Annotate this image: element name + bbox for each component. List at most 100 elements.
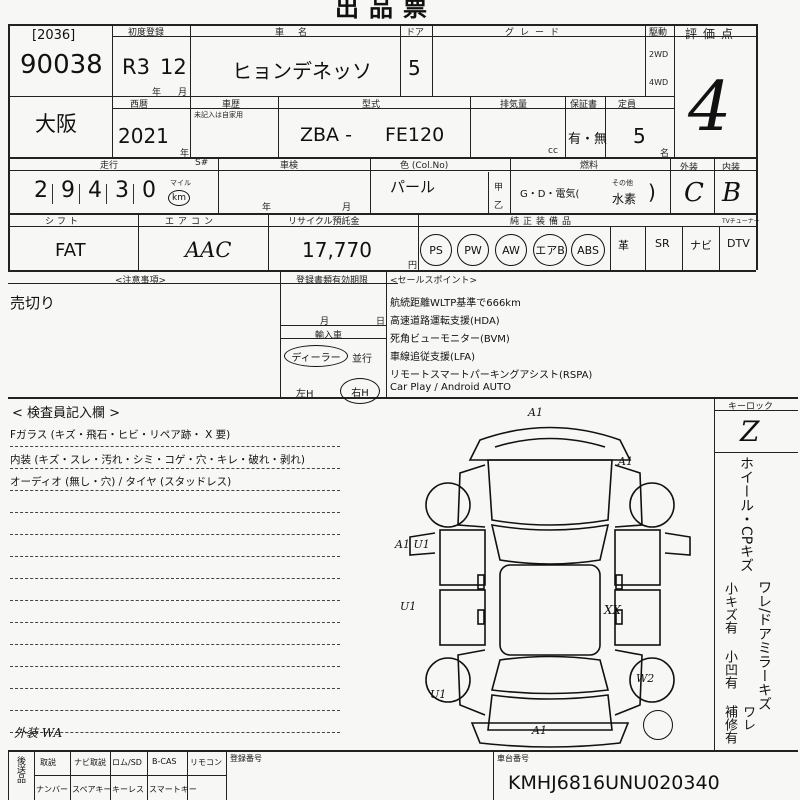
car-name: ヒョンデネッソ	[232, 59, 372, 83]
lot-number: 90038	[20, 50, 103, 80]
capacity-value: 5	[633, 124, 646, 148]
sales-point: 死角ビューモニター(BVM)	[390, 334, 510, 345]
option-leather: 革	[618, 239, 629, 252]
footer-col: キーレス	[112, 785, 144, 794]
mileage-digit: 2	[34, 178, 48, 203]
right-h-text: 右H	[351, 387, 369, 399]
car-name-label: 車名	[275, 28, 322, 38]
sales-point: リモートスマートパーキングアシスト(RSPA)	[390, 370, 593, 381]
persons-unit: 名	[660, 149, 670, 159]
insp-month-unit: 月	[342, 203, 352, 213]
form-title: 出品票	[335, 0, 437, 22]
rating-label: 評価点	[685, 27, 740, 41]
damage-right-rear: W2	[636, 672, 655, 685]
recycle-label: リサイクル預託金	[288, 217, 360, 227]
reg-year: 2021	[118, 124, 169, 148]
month-unit: 月	[178, 88, 188, 98]
footer-col: 取説	[40, 758, 56, 767]
notes-text: 売切り	[10, 294, 56, 312]
aircon-value: AAC	[185, 238, 232, 262]
damage-left-mid: U1	[400, 600, 417, 613]
model-prefix: ZBA -	[300, 124, 352, 146]
side-hand: 補修有	[722, 705, 737, 744]
meter-label: S#	[195, 158, 209, 168]
seireki-label: 西暦	[130, 100, 149, 110]
right-h-circle: 右H	[340, 378, 380, 404]
damage-left-rear: U1	[430, 688, 447, 701]
footer-col: リモコン	[190, 758, 222, 767]
mileage-digit: 3	[115, 178, 129, 203]
mileage-separator	[106, 184, 107, 204]
dealer-circle: ディーラー	[284, 345, 348, 367]
mile-unit: マイル	[170, 179, 191, 187]
location: 大阪	[35, 112, 77, 136]
chassis-number: KMHJ6816UNU020340	[508, 772, 720, 794]
reg-era: R3	[122, 55, 150, 79]
inspector-label: < 検査員記入欄 >	[12, 406, 121, 421]
option-airbag: エアB	[533, 234, 567, 266]
fuel-other-value: 水素	[612, 192, 637, 206]
color-label: 色 (Col.No)	[400, 161, 449, 171]
sales-point: 高速道路運転支援(HDA)	[390, 316, 500, 327]
side-hand: 小キズ有	[722, 582, 737, 634]
warranty-label: 保証書	[570, 100, 598, 110]
mileage-digit: 4	[88, 178, 102, 203]
sales-points-label: <セールスポイント>	[390, 276, 478, 286]
year-unit-2: 年	[180, 149, 190, 159]
lot-bracket: [2036]	[32, 28, 76, 43]
option-abs: ABS	[571, 234, 605, 266]
option-aw: AW	[495, 234, 527, 266]
mileage-separator	[52, 184, 53, 204]
option-sr: SR	[655, 237, 670, 250]
transmission: FAT	[55, 240, 86, 261]
inspector-note: Fガラス (キズ・飛石・ヒビ・リペア跡・ X 要)	[10, 429, 231, 441]
side-hand: 小凹有	[722, 650, 737, 689]
option-ps-label: PS	[429, 243, 443, 257]
sales-point: 航続距離WLTP基準で666km	[390, 298, 521, 309]
otsu-sign: 乙	[494, 201, 504, 211]
footer-col: ロム/SD	[112, 758, 142, 767]
exterior-label: 外装	[680, 163, 699, 173]
option-pw: PW	[457, 234, 489, 266]
parallel-text: 並行	[352, 354, 372, 365]
first-reg-label: 初度登録	[128, 28, 165, 38]
left-h: 左H	[296, 389, 314, 400]
side-note: ホイール・CPキズ	[738, 456, 754, 573]
keylock-mark: Z	[740, 415, 760, 448]
sales-point: 車線追従支援(LFA)	[390, 352, 476, 363]
capacity-label: 定員	[618, 100, 637, 110]
damage-front: A1	[528, 406, 543, 419]
footer-col: B-CAS	[152, 757, 177, 766]
warranty-value: 有・無	[568, 132, 608, 147]
fuel-text: G・D・電気(	[520, 189, 580, 200]
damage-left-front: A1 U1	[395, 538, 430, 551]
yen-unit: 円	[408, 261, 418, 271]
fuel-other-label: その他	[612, 179, 633, 187]
inspector-note: オーディオ (無し・穴) / タイヤ (スタッドレス)	[10, 476, 232, 488]
import-label: 輸入車	[315, 331, 343, 341]
doors-label: ドア	[406, 28, 425, 38]
shaken-sub: 未記入は自家用	[194, 111, 243, 119]
mileage-digit: 9	[61, 178, 75, 203]
damage-rear: A1	[532, 724, 547, 737]
spare-tire	[643, 710, 673, 740]
option-aw-label: AW	[502, 243, 520, 257]
reg-deadline-label: 登録書類有効期限	[296, 276, 369, 286]
footer-left-head: 後送品	[15, 756, 25, 783]
insp-year-unit: 年	[262, 203, 272, 213]
recycle-fee: 17,770	[302, 238, 372, 262]
side-note: ワレ/ドアミラーキズ	[756, 580, 772, 711]
inspector-note: 内装 (キズ・スレ・汚れ・シミ・コゲ・穴・キレ・破れ・剥れ)	[10, 454, 306, 466]
fuel-label: 燃料	[580, 161, 599, 171]
chassis-label: 車台番号	[497, 754, 529, 763]
footer-col: スマートキー	[149, 785, 197, 794]
interior-label: 内装	[722, 163, 741, 173]
model-label: 型式	[362, 100, 381, 110]
footer-col: スペアキー	[72, 785, 112, 794]
reg-no-label: 登録番号	[230, 754, 262, 763]
option-airbag-label: エアB	[535, 244, 565, 257]
keylock-label: キーロック	[728, 402, 774, 412]
mileage-label: 走行	[100, 161, 119, 171]
km-circle: km	[168, 190, 190, 206]
